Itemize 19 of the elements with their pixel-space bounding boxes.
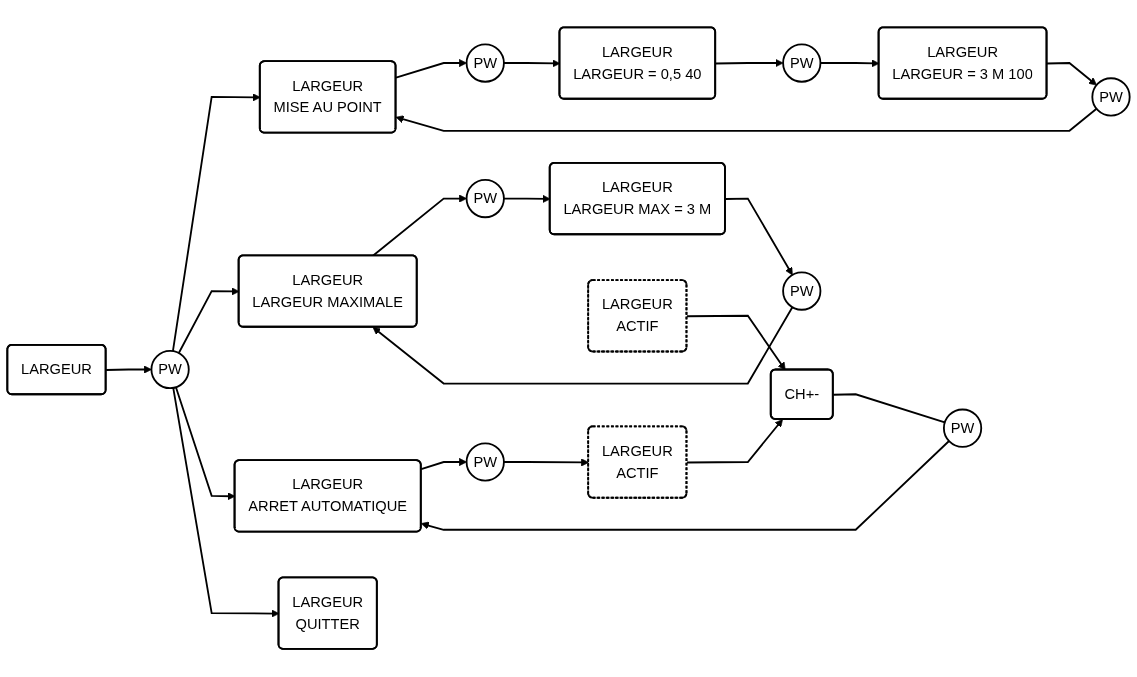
arrow [503,458,589,467]
arrow [1046,62,1097,86]
node-circle: PW [782,271,822,312]
arrow [395,59,467,79]
connector [832,393,946,424]
node-circle: PW [465,179,505,219]
node-circle: PW [465,43,505,84]
node-circle: PW [150,350,190,390]
arrow [724,198,793,276]
node-circle: PW [782,43,822,84]
arrow [686,315,786,371]
node-circle: PW [465,442,505,483]
arrow [686,419,783,464]
arrow [372,306,794,385]
node-circle: PW [1091,77,1131,117]
arrow [420,458,467,471]
node-circle: PW [942,408,983,449]
arrow [395,108,1098,133]
arrow [105,365,152,374]
